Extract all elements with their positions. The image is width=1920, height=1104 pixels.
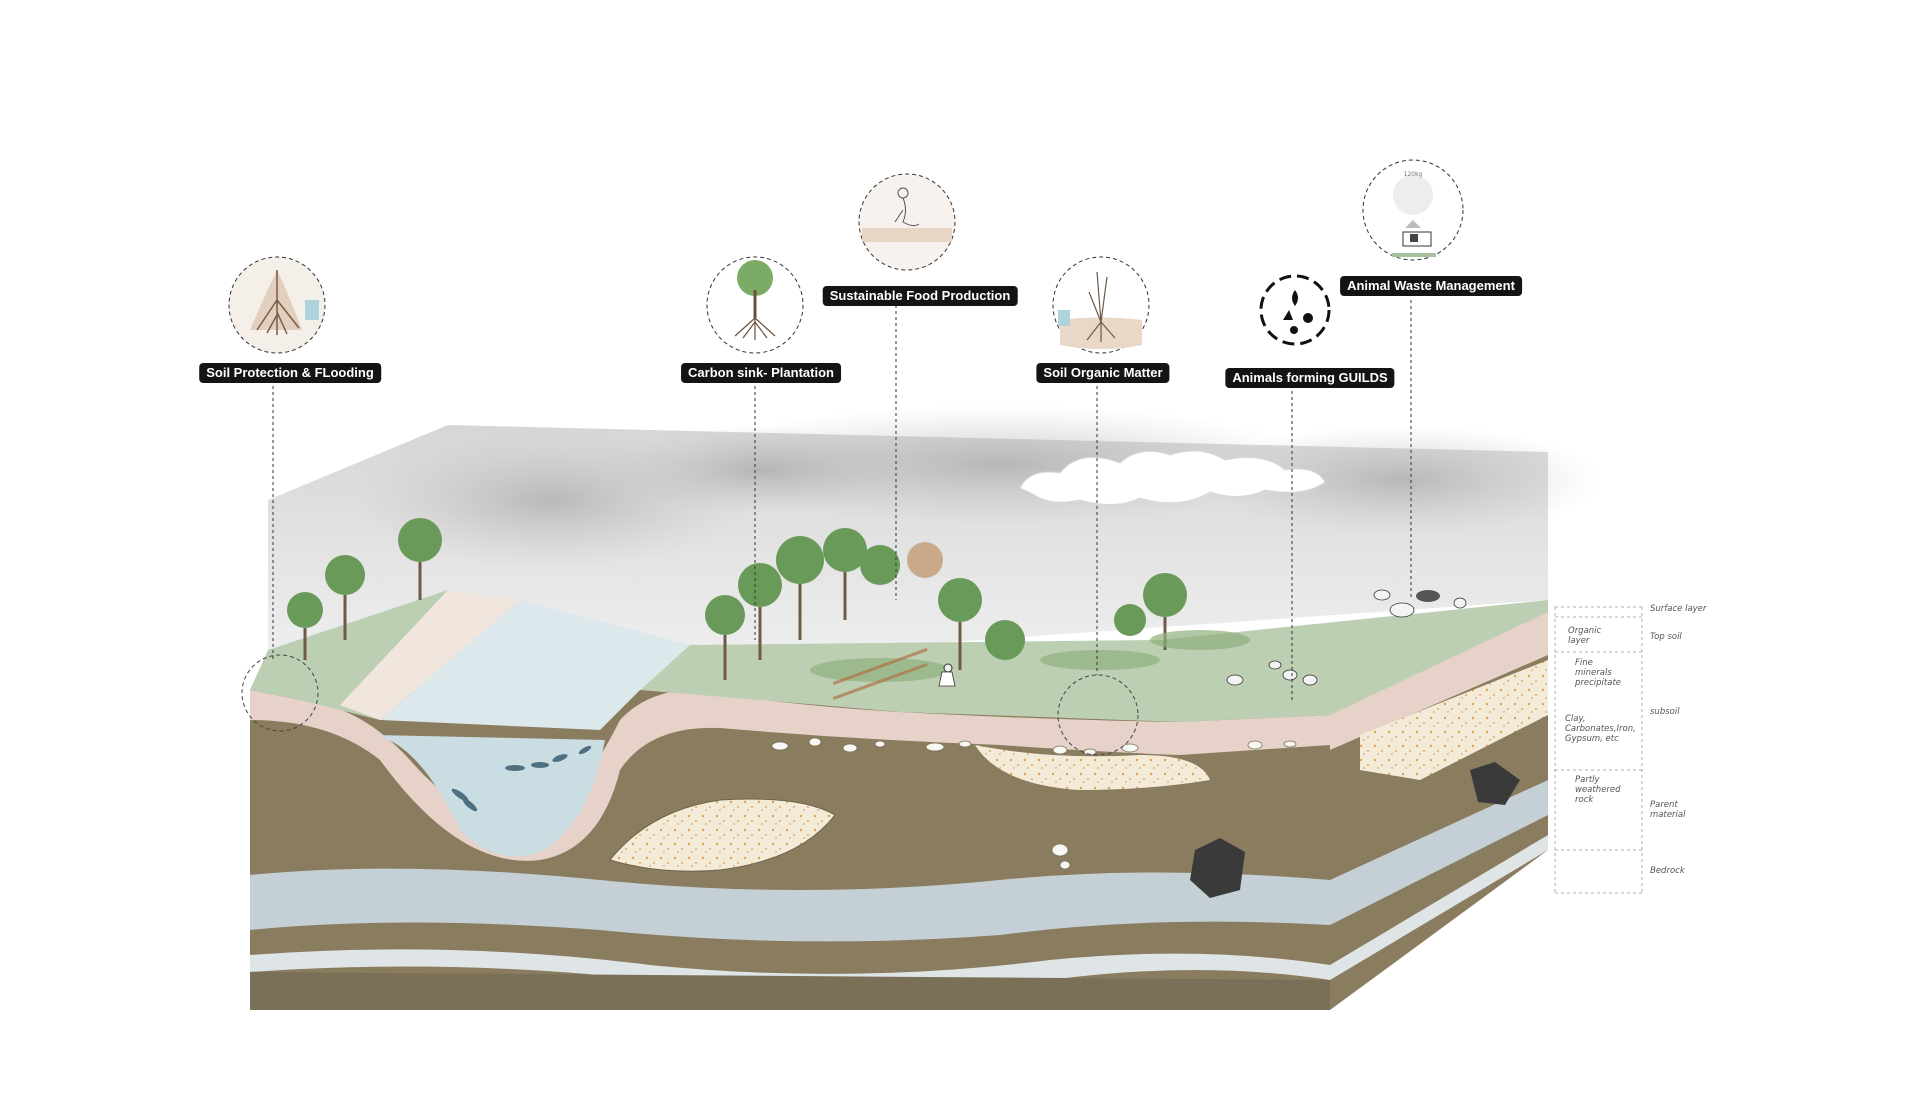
layer-label-fine-minerals: Fine minerals precipitate: [1575, 658, 1622, 688]
soil-front-face: [250, 689, 1330, 1010]
farmer-icon: [858, 173, 956, 271]
fish-group: [451, 745, 592, 812]
trees: [287, 518, 1250, 700]
layer-label-topsoil: Top soil: [1650, 632, 1682, 642]
layer-label-surface: Surface layer: [1650, 604, 1707, 614]
farmer-figure: [938, 663, 956, 687]
focus-circle-left: [241, 654, 319, 732]
livestock: [1226, 589, 1467, 686]
roots-water-icon: [228, 256, 326, 354]
layer-ruler: [1554, 606, 1643, 894]
waste-weight-label: 120kg: [1404, 171, 1423, 178]
tree-roots-icon: [706, 256, 804, 354]
callout-animal-guilds: Animals forming GUILDS: [1225, 368, 1395, 388]
layer-label-subsoil: subsoil: [1650, 707, 1680, 717]
grass-roots-icon: [1052, 256, 1150, 354]
animals-cycle-icon: [1259, 274, 1331, 346]
layer-label-partly-weathered: Partly weathered rock: [1575, 775, 1621, 805]
focus-circle-mid: [1057, 674, 1139, 756]
boulder: [1190, 838, 1245, 898]
callout-animal-waste: Animal Waste Management: [1340, 276, 1522, 296]
cloud-shape: [1019, 450, 1326, 505]
callout-food-production: Sustainable Food Production: [822, 286, 1018, 306]
cow-waste-icon: 120kg: [1362, 159, 1464, 261]
layer-label-organic: Organic layer: [1568, 626, 1602, 646]
callout-carbon-sink: Carbon sink- Plantation: [681, 363, 841, 383]
layer-label-clay: Clay, Carbonates,Iron, Gypsum, etc: [1565, 714, 1636, 744]
layer-label-parent: Parent material: [1650, 800, 1686, 820]
callout-soil-organic: Soil Organic Matter: [1036, 363, 1170, 383]
layer-label-bedrock: Bedrock: [1650, 866, 1685, 876]
callout-soil-protection: Soil Protection & FLooding: [199, 363, 381, 383]
leader-lines: [272, 300, 1412, 700]
